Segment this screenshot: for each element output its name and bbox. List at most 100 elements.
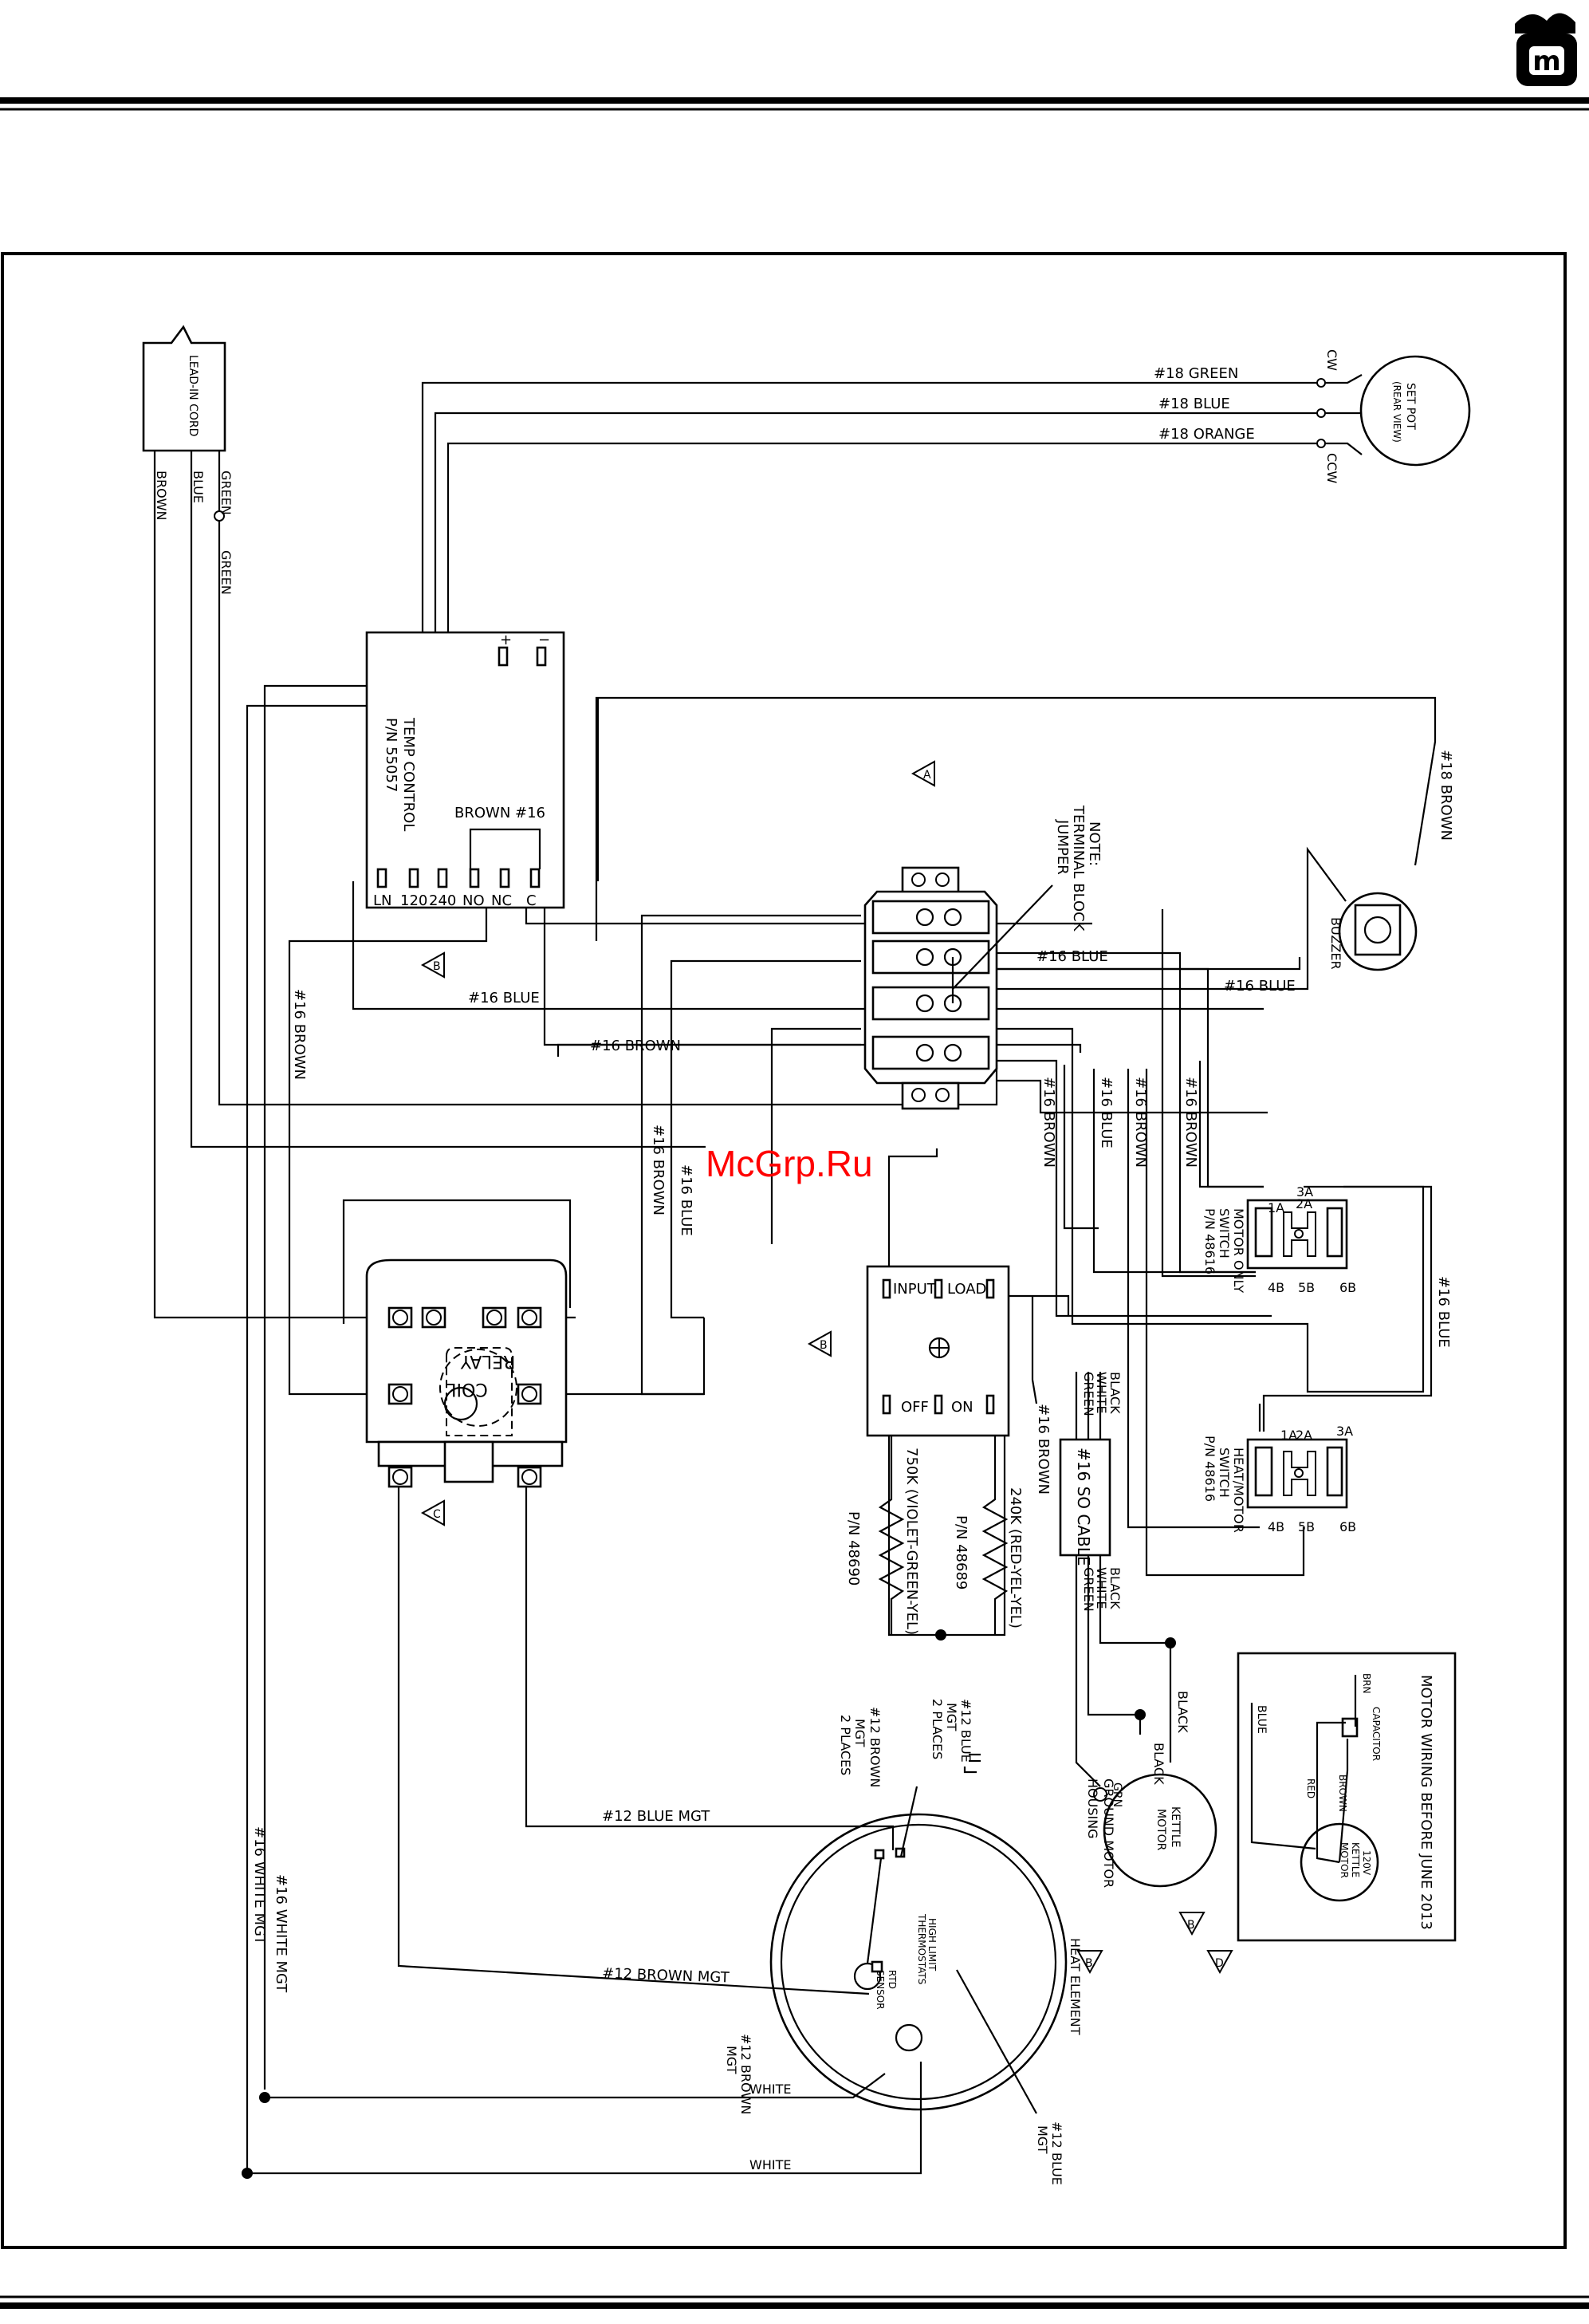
cord-wire-blue: BLUE: [191, 471, 206, 503]
blue-mgt2-line2: MGT: [1035, 2125, 1050, 2154]
logo-letter: m: [1532, 45, 1560, 77]
svg-text:A: A: [923, 769, 931, 782]
power-switch-off: OFF: [901, 1399, 929, 1416]
wl-blue12-mgt: #12 BLUE MGT: [602, 1808, 710, 1825]
kettle-motor-wire-black-b: BLACK: [1151, 1743, 1166, 1785]
terminal-block: [863, 866, 1053, 1110]
rev-marker-b3: B: [1178, 1912, 1206, 1936]
relay-label-line1: RELAY: [460, 1351, 515, 1371]
tc-jumper-wire-label: BROWN #16: [454, 805, 545, 821]
wire-label-18-orange: #18 ORANGE: [1158, 426, 1255, 443]
wl-brown16-v3: #16 BROWN: [1132, 1077, 1149, 1168]
svg-text:B: B: [1187, 1919, 1195, 1932]
set-pot-label-line2: (REAR VIEW): [1391, 381, 1402, 443]
so-cable-bottom-black: BLACK: [1107, 1567, 1123, 1609]
inset-title: MOTOR WIRING BEFORE JUNE 2013: [1418, 1675, 1434, 1930]
wl-white-a: WHITE: [749, 2082, 791, 2097]
diagram-border: [1, 252, 1567, 2249]
inset-capacitor: CAPACITOR: [1371, 1707, 1382, 1761]
high-limit-line1: HIGH LIMIT: [926, 1918, 938, 1971]
wl-blue16-b: #16 BLUE: [1036, 948, 1108, 965]
kettle-motor: KETTLE MOTOR BLACK BLACK GROUND MOTOR HO…: [1085, 1691, 1217, 1888]
inset-wire-red: RED: [1305, 1778, 1316, 1798]
power-switch-on: ON: [951, 1399, 973, 1416]
motor-switch-6b: 6B: [1339, 1280, 1356, 1295]
rev-marker-b4: B: [1076, 1950, 1103, 1975]
rev-marker-d: D: [1206, 1950, 1233, 1975]
buzzer-wire-label: #18 BROWN: [1438, 750, 1454, 841]
temp-control-label-line2: P/N 55057: [383, 718, 399, 792]
revision-markers: A B B C B D B: [420, 760, 1233, 1975]
wl-blue16-a: #16 BLUE: [468, 990, 540, 1006]
heat-motor-switch: 3A 2A 1A 4B 5B 6B HEAT/MOTOR SWITCH P/N …: [1202, 1424, 1356, 1534]
inset-wire-brn: BRN: [1361, 1673, 1372, 1694]
so-cable-top-green: GREEN: [1081, 1372, 1096, 1416]
jumper-note: NOTE: TERMINAL BLOCK JUMPER: [1054, 805, 1103, 932]
so-cable-top-white: WHITE: [1094, 1372, 1109, 1413]
heat-switch-2a: 2A: [1296, 1428, 1312, 1443]
rtd-line1: RTD: [887, 1970, 898, 1989]
set-pot-cw-label: CW: [1324, 349, 1339, 371]
lead-in-cord: LEAD-IN CORD BROWN BLUE GREEN GREEN: [142, 325, 234, 595]
svg-text:B: B: [433, 960, 441, 973]
resistor-750k-pn: P/N 48690: [845, 1511, 862, 1585]
tc-terminal-ln: LN: [373, 892, 392, 909]
cord-label: LEAD-IN CORD: [187, 355, 199, 436]
blue-mgt-line1: #12 BLUE: [958, 1699, 973, 1763]
heat-switch-line1: HEAT/MOTOR: [1231, 1448, 1246, 1533]
heat-switch-line2: SWITCH: [1217, 1448, 1232, 1498]
brown-mgt2-line2: MGT: [724, 2046, 739, 2074]
company-logo-icon: m: [1515, 13, 1577, 86]
wl-white-b: WHITE: [749, 2157, 791, 2172]
cord-wire-brown: BROWN: [154, 471, 169, 520]
relay: RELAY COIL: [365, 1259, 568, 1488]
svg-text:B: B: [820, 1339, 828, 1352]
wl-brown16-vert-left: #16 BROWN: [291, 989, 308, 1080]
brown-mgt-line1: #12 BROWN: [867, 1707, 883, 1787]
wl-brown16-a: #16 BROWN: [590, 1038, 681, 1054]
power-switch-load: LOAD: [947, 1281, 986, 1298]
so-cable-top-black: BLACK: [1107, 1372, 1123, 1414]
inset-motor-line2: KETTLE: [1350, 1842, 1361, 1877]
heat-element-label: HEAT ELEMENT: [1068, 1938, 1083, 2035]
rev-marker-b: B: [420, 951, 445, 979]
header: m: [0, 13, 1589, 111]
wire-labels: #16 BLUE #16 BLUE #16 BLUE #16 BROWN #16…: [251, 948, 1452, 2172]
resistor-240k-pn: P/N 48689: [953, 1515, 970, 1589]
temp-control-label-line1: TEMP CONTROL: [400, 717, 417, 831]
svg-text:B: B: [1085, 1957, 1093, 1970]
temp-control-plus: +: [500, 632, 512, 648]
blue-mgt-line3: 2 PLACES: [930, 1699, 945, 1759]
heat-switch-5b: 5B: [1298, 1519, 1315, 1534]
heat-switch-1a: 1A: [1280, 1428, 1297, 1443]
relay-label-line2: COIL: [446, 1379, 488, 1399]
high-limit-line2: THERMOSTATS: [916, 1913, 927, 1984]
heat-switch-6b: 6B: [1339, 1519, 1356, 1534]
wires: [153, 381, 1437, 2175]
wl-brown12-mgt: #12 BROWN MGT: [602, 1965, 730, 1987]
rev-marker-a: A: [911, 760, 935, 787]
blue-mgt2-line1: #12 BLUE: [1049, 2121, 1064, 2185]
motor-switch-line2: SWITCH: [1217, 1208, 1232, 1259]
power-switch: INPUT LOAD OFF ON: [866, 1265, 1010, 1437]
temp-control-minus: −: [538, 632, 550, 648]
footer-rule: [0, 2295, 1589, 2309]
kettle-motor-line1: KETTLE: [1169, 1806, 1182, 1848]
wl-blue16-v2: #16 BLUE: [1098, 1077, 1115, 1148]
wl-blue16-right: #16 BLUE: [1435, 1276, 1452, 1348]
svg-text:D: D: [1215, 1957, 1224, 1970]
wl-brown16-relay: #16 BROWN: [650, 1125, 667, 1215]
motor-switch-2a: 2A: [1296, 1196, 1312, 1211]
junction-dots: [214, 510, 1176, 2179]
motor-only-switch: 3A 2A 1A 4B 5B 6B MOTOR ONLY SWITCH P/N …: [1202, 1184, 1356, 1295]
rev-marker-c: C: [420, 1499, 445, 1526]
resistor-240k-label: 240K (RED-YEL-YEL): [1007, 1487, 1024, 1629]
cord-ground-label: GREEN: [218, 550, 234, 595]
motor-switch-1a: 1A: [1268, 1200, 1284, 1215]
brown-mgt2-line1: #12 BROWN: [738, 2034, 753, 2114]
wl-brown16-v1: #16 BROWN: [1040, 1077, 1057, 1168]
note-line1: NOTE:: [1086, 821, 1103, 866]
tc-terminal-120: 120: [400, 892, 427, 909]
note-line3: JUMPER: [1054, 819, 1071, 875]
